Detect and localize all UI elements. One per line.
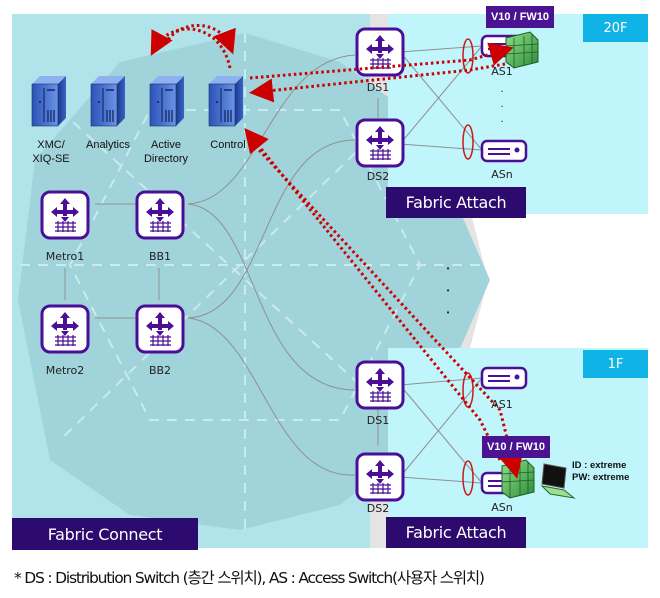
footnote: * DS : Distribution Switch (층간 스위치), AS … bbox=[14, 569, 485, 587]
server-label-line: Control bbox=[210, 139, 246, 151]
fabric-links bbox=[64, 54, 379, 476]
fabric-attach-label-20f: Fabric Attach bbox=[386, 187, 526, 218]
floor-1f-links bbox=[399, 377, 483, 484]
server-icon-xmc bbox=[31, 76, 66, 127]
server-label-xmc: XMC/ XIQ-SE bbox=[26, 138, 76, 166]
fabric-attach-label-1f: Fabric Attach bbox=[386, 517, 526, 548]
auth-arrow bbox=[150, 27, 232, 69]
auth-arrow bbox=[163, 24, 236, 55]
dashed-mesh bbox=[20, 33, 480, 530]
firewall-icon-20f bbox=[505, 31, 539, 69]
server-label-line: XIQ-SE bbox=[32, 153, 70, 165]
asn-label-20f: ASn bbox=[491, 168, 513, 181]
floors-ellipsis: • • • bbox=[446, 264, 450, 317]
ds1-label-20f: DS1 bbox=[366, 81, 390, 94]
switch-icon-metro1 bbox=[40, 190, 90, 240]
switch-label-metro2: Metro2 bbox=[45, 364, 85, 377]
traffic-arrow-1f-down bbox=[246, 136, 524, 479]
ds2-label-1f: DS2 bbox=[366, 502, 390, 515]
server-icon-control bbox=[208, 76, 243, 127]
lag-ellipse bbox=[462, 460, 474, 496]
switch-icon-ds1-20f bbox=[355, 27, 405, 77]
as1-label-1f: AS1 bbox=[491, 398, 513, 411]
floor-tag-20f: 20F bbox=[583, 14, 648, 42]
as1-label-20f: AS1 bbox=[491, 65, 513, 78]
vlan-tag-20f: V10 / FW10 bbox=[486, 6, 554, 28]
switch-icon-ds2-20f bbox=[355, 118, 405, 168]
switch-icon-metro2 bbox=[40, 304, 90, 354]
server-label-line: Analytics bbox=[85, 139, 131, 151]
fabric-connect-label: Fabric Connect bbox=[12, 518, 198, 550]
server-icon-analytics bbox=[90, 76, 125, 127]
traffic-arrow-1f-up bbox=[244, 127, 502, 461]
access-switch-icon-asn-20f bbox=[480, 139, 528, 163]
server-label-line: Active bbox=[151, 139, 181, 151]
asn-label-1f: ASn bbox=[491, 501, 513, 514]
switch-label-bb1: BB1 bbox=[148, 250, 172, 263]
traffic-arrow-20f-up bbox=[249, 42, 514, 80]
access-switch-icon-as1-1f bbox=[480, 366, 528, 390]
server-label-analytics: Analytics bbox=[80, 138, 136, 152]
laptop-icon bbox=[540, 463, 576, 499]
vlan-tag-1f: V10 / FW10 bbox=[482, 436, 550, 458]
switch-icon-ds1-1f bbox=[355, 360, 405, 410]
server-icon-active-directory bbox=[149, 76, 184, 127]
lag-ellipses bbox=[462, 38, 474, 496]
traffic-arrow-20f-down bbox=[249, 62, 506, 103]
lag-ellipse bbox=[462, 124, 474, 160]
credentials: ID : extreme PW: extreme bbox=[572, 460, 629, 484]
server-label-line: XMC/ bbox=[37, 139, 65, 151]
switch-label-metro1: Metro1 bbox=[45, 250, 85, 263]
server-label-control: Control bbox=[200, 138, 256, 152]
ds2-label-20f: DS2 bbox=[366, 170, 390, 183]
floor-tag-1f: 1F bbox=[583, 350, 648, 378]
ellipsis-20f: . . . bbox=[500, 83, 504, 125]
credential-id: ID : extreme bbox=[572, 460, 627, 471]
credential-pw: PW: extreme bbox=[572, 472, 630, 483]
ds1-label-1f: DS1 bbox=[366, 414, 390, 427]
switch-icon-bb2 bbox=[135, 304, 185, 354]
switch-icon-bb1 bbox=[135, 190, 185, 240]
floor-20f-links bbox=[399, 45, 483, 151]
server-label-active-directory: Active Directory bbox=[138, 138, 194, 166]
lag-ellipse bbox=[462, 38, 474, 74]
switch-icon-ds2-1f bbox=[355, 452, 405, 502]
switch-label-bb2: BB2 bbox=[148, 364, 172, 377]
traffic-paths bbox=[150, 24, 524, 479]
server-label-line: Directory bbox=[143, 153, 188, 165]
firewall-icon-1f bbox=[501, 459, 535, 499]
